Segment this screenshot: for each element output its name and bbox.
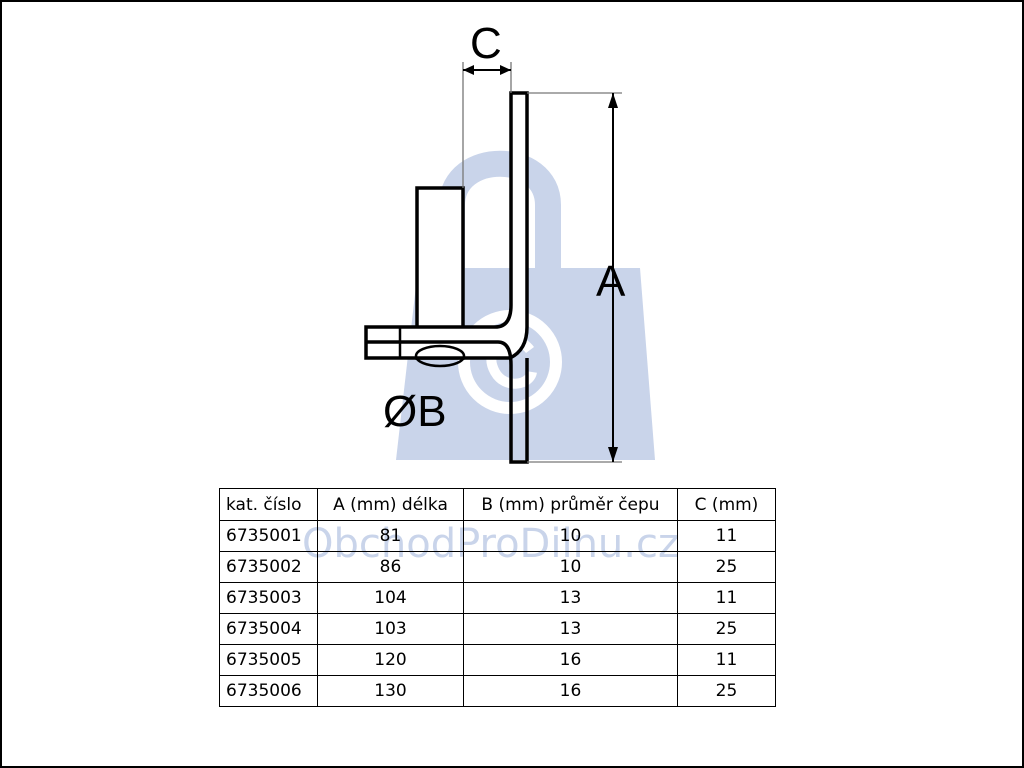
cell-offset-c: 25 [677, 613, 776, 645]
table-row: 6735005 120 16 11 [219, 644, 776, 676]
header-length-a: A (mm) délka [317, 488, 464, 521]
cell-diameter-b: 16 [463, 644, 678, 676]
header-diameter-b: B (mm) průměr čepu [463, 488, 678, 521]
cell-length-a: 103 [317, 613, 464, 645]
table-row: 6735004 103 13 25 [219, 613, 776, 645]
table-row: 6735003 104 13 11 [219, 582, 776, 614]
cell-length-a: 120 [317, 644, 464, 676]
cell-diameter-b: 13 [463, 613, 678, 645]
cell-cat-number: 6735003 [219, 582, 318, 614]
cell-diameter-b: 10 [463, 551, 678, 583]
cell-diameter-b: 16 [463, 675, 678, 707]
cell-cat-number: 6735001 [219, 520, 318, 552]
table-row: 6735006 130 16 25 [219, 675, 776, 707]
cell-diameter-b: 10 [463, 520, 678, 552]
spec-table: kat. číslo A (mm) délka B (mm) průměr če… [219, 488, 776, 707]
pin-base-ellipse [414, 344, 466, 368]
cell-cat-number: 6735004 [219, 613, 318, 645]
cell-length-a: 104 [317, 582, 464, 614]
table-header-row: kat. číslo A (mm) délka B (mm) průměr če… [219, 488, 776, 521]
cell-offset-c: 11 [677, 644, 776, 676]
label-c: C [470, 19, 502, 68]
cell-cat-number: 6735006 [219, 675, 318, 707]
hinge-pin-part [364, 91, 529, 464]
bracket-upper [364, 91, 529, 360]
label-b: ØB [383, 387, 447, 436]
table-row: 6735002 86 10 25 [219, 551, 776, 583]
cell-offset-c: 25 [677, 551, 776, 583]
cell-length-a: 130 [317, 675, 464, 707]
dimension-a [527, 92, 622, 463]
cell-cat-number: 6735005 [219, 644, 318, 676]
dimension-c [462, 62, 512, 188]
cell-length-a: 81 [317, 520, 464, 552]
cell-diameter-b: 13 [463, 582, 678, 614]
bracket-lower [366, 340, 529, 464]
cell-offset-c: 11 [677, 582, 776, 614]
cell-offset-c: 11 [677, 520, 776, 552]
cell-cat-number: 6735002 [219, 551, 318, 583]
header-offset-c: C (mm) [677, 488, 776, 521]
table-row: 6735001 81 10 11 [219, 520, 776, 552]
header-cat-number: kat. číslo [219, 488, 318, 521]
cell-length-a: 86 [317, 551, 464, 583]
cell-offset-c: 25 [677, 675, 776, 707]
label-a: A [596, 257, 626, 306]
